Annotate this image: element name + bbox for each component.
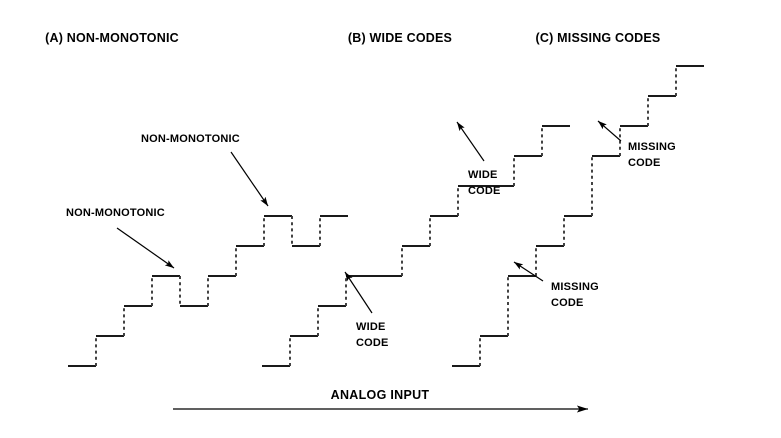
panel-c-title: (C) MISSING CODES bbox=[536, 31, 661, 45]
panel-b-title: (B) WIDE CODES bbox=[348, 31, 452, 45]
annotation-wide-code-lower-line2: CODE bbox=[356, 337, 389, 349]
annotation-missing-code-lower-line2: CODE bbox=[551, 297, 584, 309]
staircase-panel-a bbox=[68, 215, 348, 367]
leader-missing-code-upper bbox=[597, 120, 622, 142]
annotation-missing-code-upper-line2: CODE bbox=[628, 157, 661, 169]
leader-non-monotonic-upper bbox=[230, 151, 269, 207]
annotation-wide-code-lower-line1: WIDE bbox=[356, 321, 386, 333]
annotation-wide-code-upper-line1: WIDE bbox=[468, 169, 498, 181]
leader-wide-code-upper bbox=[456, 121, 485, 162]
leader-non-monotonic-lower bbox=[116, 227, 175, 269]
annotation-non-monotonic-lower: NON-MONOTONIC bbox=[66, 207, 165, 219]
annotation-wide-code-upper-line2: CODE bbox=[468, 185, 501, 197]
panel-a-title: (A) NON-MONOTONIC bbox=[45, 31, 179, 45]
leader-wide-code-lower bbox=[344, 271, 373, 314]
axis-label-analog-input: ANALOG INPUT bbox=[331, 388, 430, 402]
leader-missing-code-lower bbox=[513, 261, 544, 282]
staircase-panel-b bbox=[262, 125, 570, 367]
annotation-missing-code-lower-line1: MISSING bbox=[551, 281, 599, 293]
annotation-non-monotonic-upper: NON-MONOTONIC bbox=[141, 133, 240, 145]
staircase-panel-c bbox=[452, 65, 704, 367]
annotation-missing-code-upper-line1: MISSING bbox=[628, 141, 676, 153]
